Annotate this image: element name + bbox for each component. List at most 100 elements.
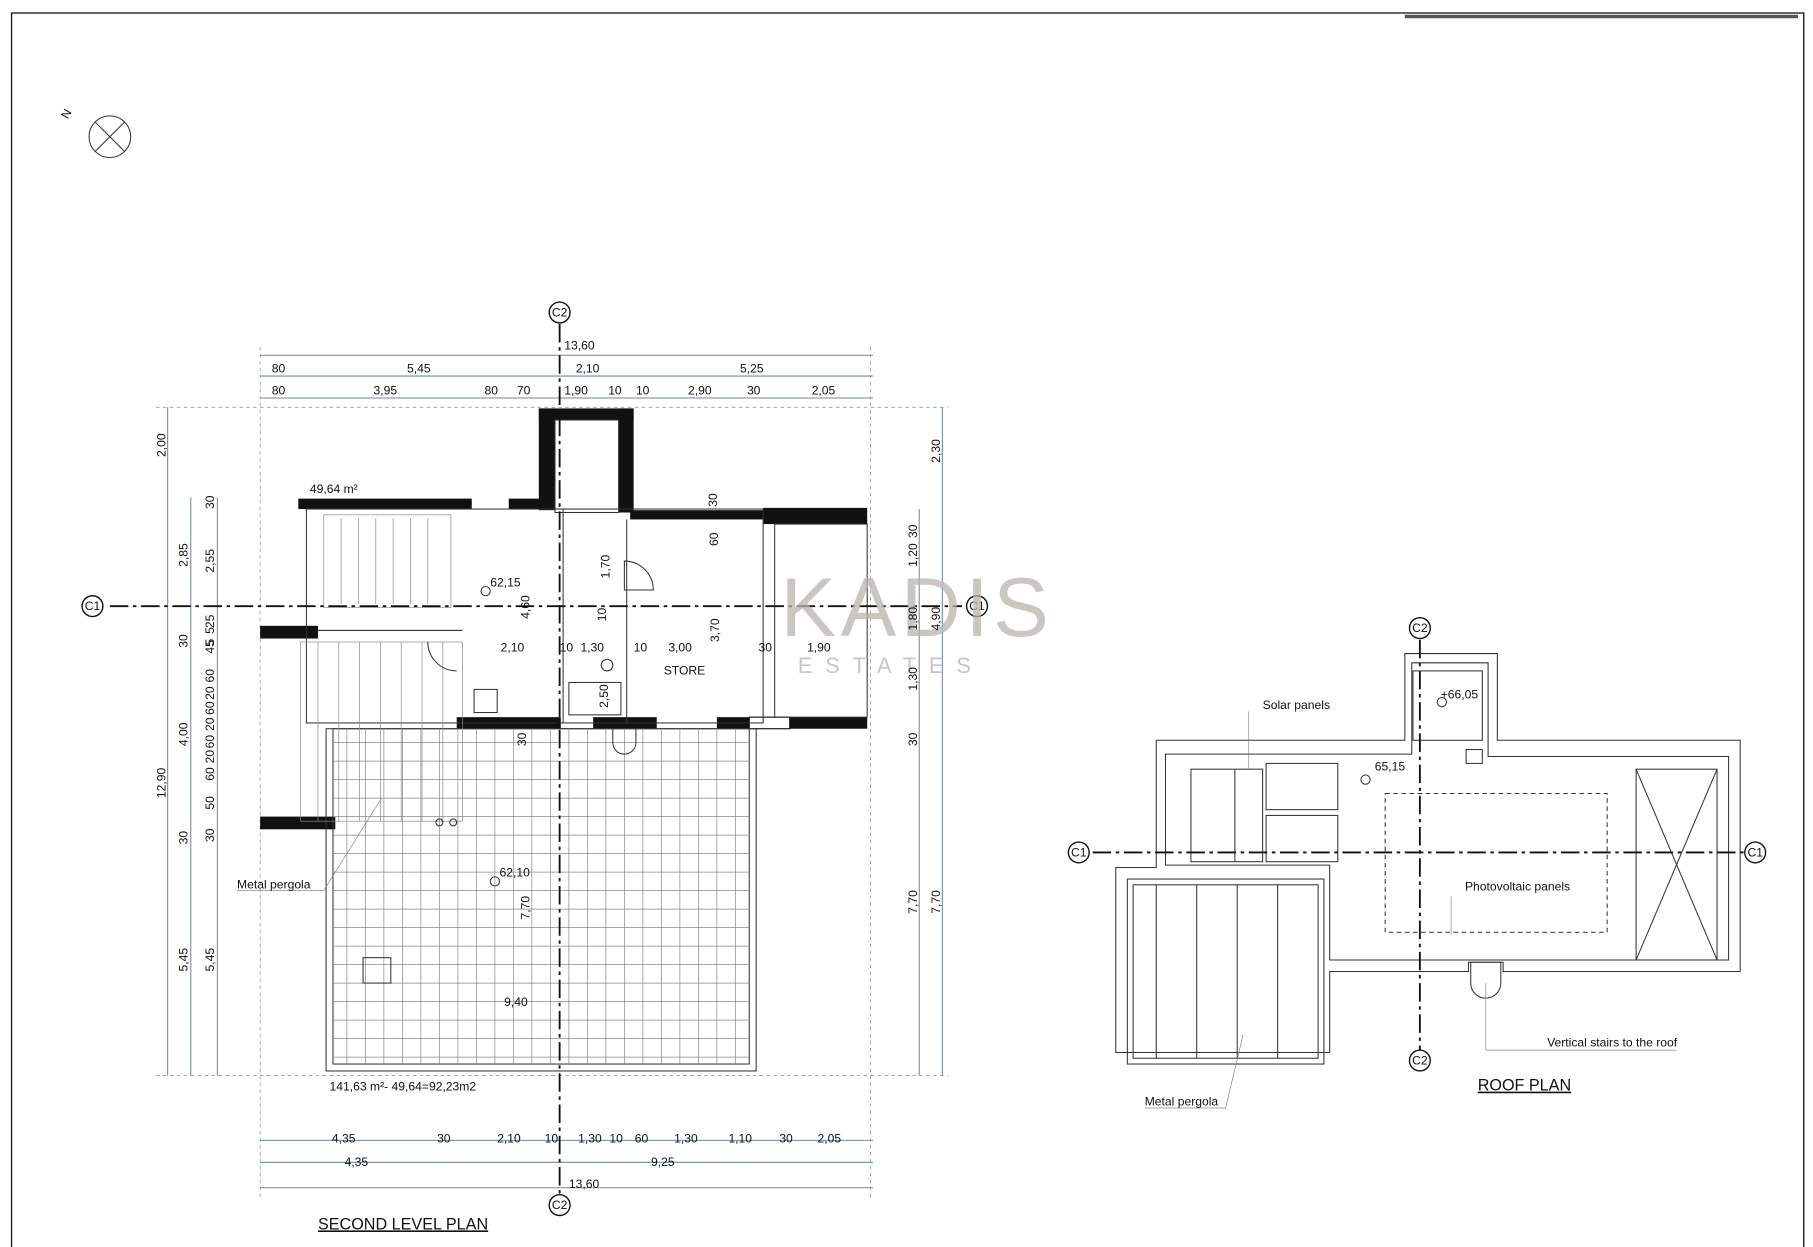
dimension-label: 10 bbox=[636, 384, 650, 398]
dimension-label: 2,00 bbox=[154, 433, 168, 457]
level-marker: 62,10 bbox=[500, 866, 531, 880]
dimension-label: 60 bbox=[203, 767, 217, 781]
axis-bubble-c1: C1 bbox=[1067, 841, 1090, 864]
axis-bubble-c2: C2 bbox=[548, 301, 571, 324]
dimension-label: 1,70 bbox=[598, 555, 612, 579]
level-marker: 62,15 bbox=[490, 576, 521, 590]
dimension-label: 2,10 bbox=[501, 640, 525, 654]
dimension-label: 80 bbox=[272, 384, 286, 398]
dimension-label: 60 bbox=[203, 735, 217, 749]
terrace-tiles bbox=[300, 641, 757, 1072]
dimension-label: 4,60 bbox=[519, 595, 533, 619]
dimension-label: 2,05 bbox=[812, 384, 836, 398]
dimension-label: 5,45 bbox=[203, 948, 217, 972]
dimension-label: 45 bbox=[203, 640, 217, 654]
masked-title-area bbox=[1370, 16, 1801, 607]
sheet-border bbox=[10, 12, 1805, 1247]
north-arrow-icon: N bbox=[58, 107, 132, 159]
axis-label: C2 bbox=[1412, 1054, 1428, 1068]
dimension-label: 30 bbox=[203, 828, 217, 842]
dimension-label: 2,85 bbox=[176, 543, 190, 567]
dimension-label: 1,10 bbox=[728, 1132, 752, 1146]
dimension-label: 30 bbox=[176, 634, 190, 648]
dimension-label: 1,80 bbox=[906, 607, 920, 631]
dimension-label: 5 bbox=[203, 627, 217, 634]
area-label: 141,63 m²- 49,64=92,23m2 bbox=[330, 1080, 477, 1094]
axis-label: C1 bbox=[969, 599, 985, 613]
axis-label: C1 bbox=[1071, 845, 1087, 859]
roof-plan bbox=[1115, 653, 1741, 1109]
dimension-label: 13,60 bbox=[564, 338, 595, 352]
dimension-label: 60 bbox=[203, 669, 217, 683]
dimension-label: 3,00 bbox=[668, 640, 692, 654]
dimension-label: 80 bbox=[484, 384, 498, 398]
dimension-label: 9,25 bbox=[651, 1155, 675, 1169]
dimension-label: 9,40 bbox=[504, 995, 528, 1009]
dimension-label: 30 bbox=[437, 1132, 451, 1146]
dimension-label: 2,10 bbox=[576, 362, 600, 376]
callout: Solar panels bbox=[1263, 698, 1330, 712]
dimension-label: 12,90 bbox=[154, 767, 168, 798]
dimension-label: 1,30 bbox=[906, 667, 920, 691]
plan-title: ROOF PLAN bbox=[1478, 1077, 1571, 1095]
dimension-label: 13,60 bbox=[569, 1177, 600, 1191]
dimension-label: 5,45 bbox=[407, 362, 431, 376]
dimension-label: 30 bbox=[906, 732, 920, 746]
dimension-label: 10 bbox=[634, 640, 648, 654]
dimension-label: 30 bbox=[515, 732, 529, 746]
dimension-label: 1,30 bbox=[578, 1132, 602, 1146]
dimension-label: 3,70 bbox=[708, 618, 722, 642]
callout: Metal pergola bbox=[1145, 1095, 1219, 1109]
dimension-label: 5,45 bbox=[176, 948, 190, 972]
dimension-label: 10 bbox=[608, 384, 622, 398]
dimension-label: 60 bbox=[635, 1132, 649, 1146]
axis-bubble-c2: C2 bbox=[1408, 1049, 1431, 1072]
dimension-label: 20 bbox=[203, 750, 217, 764]
dimension-label: 25 bbox=[203, 614, 217, 628]
dimension-label: 2,10 bbox=[497, 1132, 521, 1146]
kadis-watermark-logo: KADIS ESTATES bbox=[780, 561, 1048, 678]
dimension-label: 2,90 bbox=[688, 384, 712, 398]
dimension-label: 80 bbox=[272, 362, 286, 376]
staircase bbox=[323, 514, 452, 608]
dimension-label: 4,35 bbox=[345, 1155, 369, 1169]
axis-label: C2 bbox=[552, 1198, 568, 1212]
north-label: N bbox=[58, 107, 75, 122]
callout: Metal pergola bbox=[237, 877, 311, 891]
dimension-label: 1,20 bbox=[906, 543, 920, 567]
dimension-label: 7,70 bbox=[906, 890, 920, 914]
dimension-label: 30 bbox=[779, 1132, 793, 1146]
axis-label: C2 bbox=[552, 306, 568, 320]
dimension-label: 30 bbox=[203, 495, 217, 509]
watermark-sub: ESTATES bbox=[798, 653, 984, 678]
axis-bubble-c1: C1 bbox=[1744, 841, 1767, 864]
level-marker: +66,05 bbox=[1441, 688, 1479, 702]
dimension-label: 70 bbox=[517, 384, 531, 398]
dimension-label: 30 bbox=[759, 640, 773, 654]
dimension-label: 30 bbox=[706, 493, 720, 507]
area-label: 49,64 m² bbox=[310, 482, 358, 496]
dimension-label: 50 bbox=[203, 796, 217, 810]
dimension-label: 2,30 bbox=[929, 439, 943, 463]
dimension-label: 1,30 bbox=[580, 640, 604, 654]
second-level-plan bbox=[156, 347, 949, 1197]
axis-label: C2 bbox=[1412, 621, 1428, 635]
dimension-label: 4,35 bbox=[332, 1132, 356, 1146]
dimension-label: 10 bbox=[609, 1132, 623, 1146]
dimension-label: 7,70 bbox=[519, 896, 533, 920]
dimension-label: 2,55 bbox=[203, 549, 217, 573]
dimension-label: 1,30 bbox=[674, 1132, 698, 1146]
dimension-label: 2,50 bbox=[597, 684, 611, 708]
dimension-label: 5,25 bbox=[740, 362, 764, 376]
dimension-label: 1,90 bbox=[564, 384, 588, 398]
callout: Vertical stairs to the roof bbox=[1547, 1036, 1678, 1050]
axis-bubble-c2: C2 bbox=[548, 1193, 571, 1217]
axis-bubble-c1: C1 bbox=[965, 595, 989, 618]
room-label: STORE bbox=[664, 663, 706, 677]
dimension-label: 7,70 bbox=[929, 890, 943, 914]
dimension-label: 10 bbox=[595, 607, 609, 621]
dimension-label: 30 bbox=[906, 524, 920, 538]
dimension-label: 5 bbox=[203, 638, 217, 645]
